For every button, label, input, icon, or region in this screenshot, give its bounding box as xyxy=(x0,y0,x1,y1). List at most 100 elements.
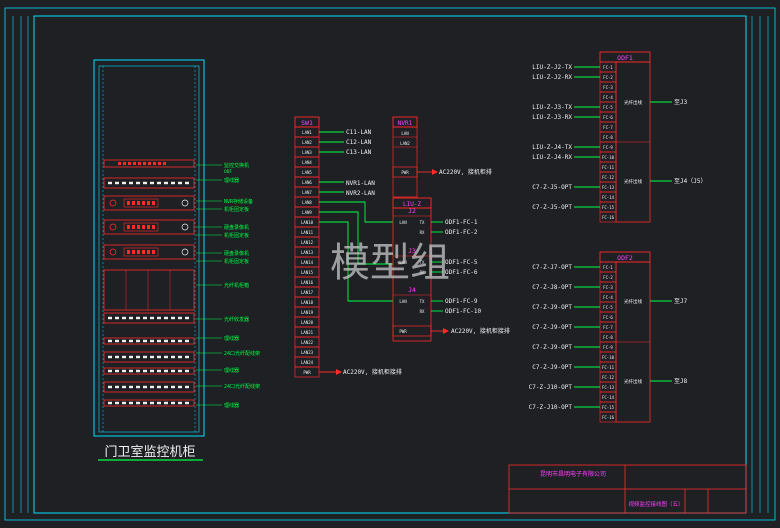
company-name: 昆明市昌明电子有限公司 xyxy=(540,470,606,478)
sw1-port-label: LAN1 xyxy=(302,130,312,135)
unit-port xyxy=(122,369,126,373)
unit-port xyxy=(115,385,119,389)
sw1-port-label: LAN18 xyxy=(301,300,314,305)
cabinet-unit xyxy=(103,244,195,260)
cabinet-unit xyxy=(103,367,195,375)
odf-odf1: ODF1FC-1FC-2FC-3FC-4FC-5FC-6FC-7FC-8FC-9… xyxy=(532,51,706,223)
unit-port xyxy=(128,162,131,165)
unit-port xyxy=(171,181,175,185)
unit-port xyxy=(143,401,147,405)
unit-port xyxy=(129,385,133,389)
drawing-frame xyxy=(33,15,747,514)
liu-port: LAN xyxy=(399,220,407,225)
odf2-in-label: C7-Z-J10-OPT xyxy=(529,384,573,391)
odf2-port: FC-5 xyxy=(603,305,613,310)
liu-out-label: ODF1-FC-1 xyxy=(445,219,478,226)
unit-port xyxy=(123,162,126,165)
odf2-port: FC-11 xyxy=(602,365,615,370)
unit-port xyxy=(129,401,133,405)
unit-panel xyxy=(123,222,159,232)
odf1-in-label: C7-Z-J5-OPT xyxy=(532,184,572,191)
nvr1-power-label: AC220V, 接机柜排 xyxy=(439,168,492,176)
nvr1-port: LAN xyxy=(401,131,409,136)
unit-port xyxy=(122,339,126,343)
cabinet-inner xyxy=(98,65,200,433)
unit-port xyxy=(157,369,161,373)
cabinet-label: 理线器 xyxy=(224,335,239,342)
sw1-port-label: LAN21 xyxy=(301,330,314,335)
odf1-port: FC-14 xyxy=(602,195,615,200)
odf1-port: FC-5 xyxy=(603,105,613,110)
odf2-port: FC-14 xyxy=(602,395,615,400)
odf1-in-label: LIU-Z-J4-RX xyxy=(532,154,572,161)
unit-port xyxy=(136,355,140,359)
liu-port: LAN xyxy=(399,299,407,304)
liu-port: TX xyxy=(420,299,425,304)
cabinet-unit xyxy=(103,381,195,393)
sw1-port-label: PWR xyxy=(303,370,311,375)
cabinet-unit xyxy=(103,195,195,211)
unit-port xyxy=(171,401,175,405)
cabinet-label: 硬盘录像机 xyxy=(224,224,249,231)
cabinet-unit xyxy=(103,269,195,311)
cabinet-unit xyxy=(103,399,195,407)
sw1-port-label: LAN12 xyxy=(301,240,314,245)
odf2-group-label: 至J7 xyxy=(674,298,688,305)
unit-port xyxy=(136,401,140,405)
odf2-in-label: C7-Z-J9-OPT xyxy=(532,304,572,311)
unit-port xyxy=(129,355,133,359)
unit-port xyxy=(122,401,126,405)
sw1-title: SW1 xyxy=(301,119,313,127)
unit-port xyxy=(153,162,156,165)
unit-port xyxy=(158,162,161,165)
sw1-liu-link xyxy=(319,221,393,302)
sw1-port-label: LAN6 xyxy=(302,180,312,185)
sheet-border xyxy=(4,7,776,521)
unit-led xyxy=(132,250,135,254)
liu-power-label: AC220V, 接机柜接排 xyxy=(451,327,510,335)
unit-port xyxy=(115,181,119,185)
odf1-port: FC-6 xyxy=(603,115,613,120)
odf1-inner-label: 光纤出线 xyxy=(624,99,642,106)
odf2-port: FC-13 xyxy=(602,385,615,390)
liu-pwr: PWR xyxy=(399,329,407,334)
unit-port xyxy=(150,355,154,359)
cabinet-label-list: 监控交换机理线器NVR存储设备机柜固定板硬盘录像机机柜固定板硬盘录像机机柜固定板… xyxy=(196,162,260,409)
title-block xyxy=(508,464,747,514)
cabinet-label: 光纤机柜箱 xyxy=(224,282,249,289)
unit-port xyxy=(185,316,189,320)
odf2-port: FC-16 xyxy=(602,415,615,420)
sw1-power-arrow xyxy=(336,369,342,375)
cabinet-unit xyxy=(103,177,195,189)
unit-port xyxy=(157,316,161,320)
unit-led xyxy=(142,201,145,205)
sw1-port-label: LAN3 xyxy=(302,150,312,155)
odf1-in-label: LIU-Z-J3-TX xyxy=(532,104,572,111)
cabinet-label: 理线器 xyxy=(224,177,239,184)
odf1-group-label: 至J3 xyxy=(674,99,688,106)
sw1-link-label: C13-LAN xyxy=(346,149,372,156)
liu-port: RX xyxy=(420,270,425,275)
liu-port: LAN xyxy=(399,260,407,265)
unit-port xyxy=(122,355,126,359)
unit-led xyxy=(132,201,135,205)
sw1-port-label: LAN13 xyxy=(301,250,314,255)
sw1-port-label: LAN10 xyxy=(301,220,314,225)
sw1-port-label: LAN11 xyxy=(301,230,314,235)
unit-port xyxy=(164,355,168,359)
unit-port xyxy=(171,316,175,320)
unit-knob xyxy=(109,199,117,207)
unit-knob xyxy=(181,248,189,256)
unit-port xyxy=(148,162,151,165)
sw1-nvr-label: NVR2-LAN xyxy=(346,190,375,197)
odf1-port: FC-3 xyxy=(603,85,613,90)
liu-body xyxy=(392,207,432,342)
unit-port xyxy=(143,339,147,343)
cabinet-label: 24口光纤配线架 xyxy=(224,383,260,390)
odf2-inner-label: 光纤出线 xyxy=(624,298,642,305)
odf1-port: FC-9 xyxy=(603,145,613,150)
cabinet-unit xyxy=(103,337,195,345)
unit-led xyxy=(137,225,140,229)
unit-port xyxy=(171,385,175,389)
